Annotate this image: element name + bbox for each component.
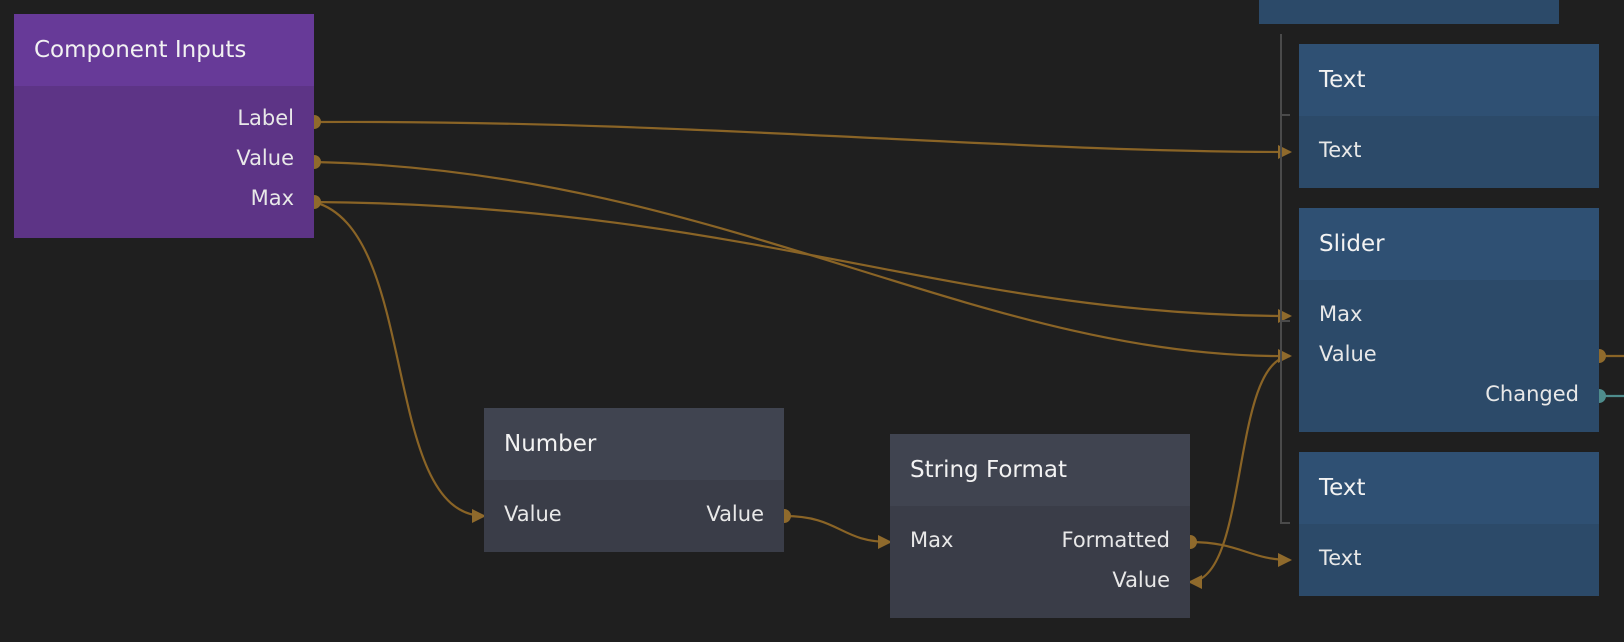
arrow-stringformat-value [1188,575,1202,589]
node-title: Slider [1299,208,1599,280]
output-port-formatted[interactable]: Formatted [1061,528,1171,552]
node-body: Label Value Max [14,86,314,238]
input-port-text[interactable]: Text [1319,138,1362,162]
input-port-max[interactable]: Max [910,528,954,552]
node-title: String Format [890,434,1190,506]
wire-value-to-slider-loop [1189,354,1291,584]
bracket-tick [1282,320,1290,322]
input-port-value[interactable]: Value [504,502,562,526]
node-title: Number [484,408,784,480]
input-port-value[interactable]: Value [1319,342,1377,366]
input-port-max[interactable]: Max [1319,302,1363,326]
node-body: Value Value [484,480,784,552]
slider-node[interactable]: Slider Max Value Changed [1299,208,1599,432]
node-title: Text [1299,44,1599,116]
wire-max-to-slider-max [313,200,1291,318]
output-port-label[interactable]: Label [237,106,294,130]
input-port-text[interactable]: Text [1319,546,1362,570]
wire-max-to-number [313,200,485,518]
output-port-value[interactable]: Value [706,502,764,526]
node-title: Text [1299,452,1599,524]
output-port-value[interactable]: Value [1112,568,1170,592]
output-port-changed[interactable]: Changed [1485,382,1579,406]
node-title: Component Inputs [14,14,314,86]
text-node[interactable]: Text Text [1299,44,1599,188]
node-body: Text [1299,116,1599,188]
output-port-value[interactable]: Value [236,146,294,170]
wire-label-to-text [313,120,1291,154]
wire-number-to-stringformat [783,514,891,544]
node-body: Text [1299,524,1599,596]
string-format-node[interactable]: String Format Max Formatted Value [890,434,1190,618]
text-node[interactable]: Text Text [1299,452,1599,596]
bracket-tick [1282,114,1290,116]
number-node[interactable]: Number Value Value [484,408,784,552]
node-body: Max Formatted Value [890,506,1190,618]
node-body: Max Value Changed [1299,280,1599,432]
wire-formatted-to-text [1189,540,1291,562]
output-port-max[interactable]: Max [250,186,294,210]
group-bracket [1280,34,1292,524]
partial-node[interactable] [1259,0,1559,24]
arrow-text2-input [1278,553,1292,567]
wire-value-to-slider-value [313,160,1291,358]
bracket-tick [1282,522,1290,524]
component-inputs-node[interactable]: Component Inputs Label Value Max [14,14,314,238]
